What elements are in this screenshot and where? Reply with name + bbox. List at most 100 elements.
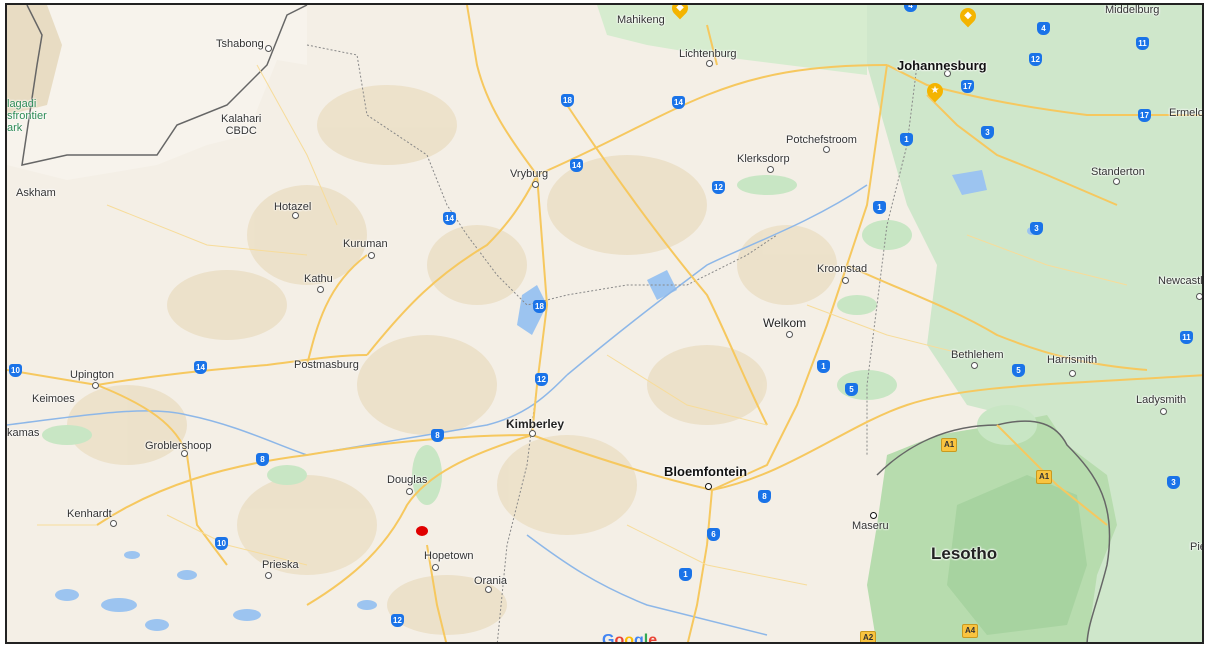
place-dot xyxy=(406,488,413,495)
route-shield: 12 xyxy=(391,614,404,627)
place-label-vryburg[interactable]: Vryburg xyxy=(510,168,549,180)
place-dot xyxy=(1113,178,1120,185)
logo-letter: e xyxy=(648,632,658,644)
map-canvas[interactable] xyxy=(7,5,1204,644)
route-shield-a2: A2 xyxy=(860,631,877,642)
place-label-prieska[interactable]: Prieska xyxy=(262,559,299,571)
route-shield-a1: A1 xyxy=(1036,470,1053,484)
google-logo: Google xyxy=(602,632,658,644)
route-shield: 11 xyxy=(1136,37,1149,50)
borders xyxy=(21,5,1111,642)
place-dot xyxy=(944,70,951,77)
place-label-kroonstad[interactable]: Kroonstad xyxy=(817,263,868,275)
place-label-hopetown[interactable]: Hopetown xyxy=(424,550,474,562)
logo-letter: g xyxy=(634,632,644,644)
place-dot xyxy=(529,430,536,437)
place-dot xyxy=(823,146,830,153)
place-label-newcastle[interactable]: Newcastl xyxy=(1158,275,1203,287)
poi-pin[interactable]: ◆ xyxy=(956,5,980,28)
place-label-ermelo[interactable]: Ermelo xyxy=(1169,107,1204,119)
place-dot xyxy=(432,564,439,571)
place-label-kimberley[interactable]: Kimberley xyxy=(506,417,565,431)
place-label-lichtenburg[interactable]: Lichtenburg xyxy=(679,48,737,60)
bloemfontein-dot xyxy=(705,483,712,490)
place-dot xyxy=(292,212,299,219)
place-dot xyxy=(1196,293,1202,300)
place-label-keimoes[interactable]: Keimoes xyxy=(32,393,75,405)
place-dot xyxy=(265,45,272,52)
route-shield: 18 xyxy=(533,300,546,313)
place-label-welkom[interactable]: Welkom xyxy=(763,316,807,330)
place-label-postmasburg[interactable]: Postmasburg xyxy=(294,359,359,371)
water-bodies xyxy=(55,170,1037,631)
place-dot xyxy=(1069,370,1076,377)
logo-letter: o xyxy=(614,632,625,644)
place-label-standerton[interactable]: Standerton xyxy=(1091,166,1145,178)
route-shield: 14 xyxy=(443,212,456,225)
route-shield: 14 xyxy=(672,96,685,109)
place-label-groblershoop[interactable]: Groblershoop xyxy=(145,440,212,452)
kgalagadi-park xyxy=(7,5,62,115)
place-label-hotazel[interactable]: Hotazel xyxy=(274,201,312,213)
route-shield: 12 xyxy=(535,373,548,386)
place-label-orania[interactable]: Orania xyxy=(474,575,508,587)
place-dot xyxy=(265,572,272,579)
place-dot xyxy=(368,252,375,259)
place-label-askham[interactable]: Askham xyxy=(16,187,56,199)
route-shield: 6 xyxy=(707,528,720,541)
route-shield: 5 xyxy=(1012,364,1025,377)
place-label-douglas[interactable]: Douglas xyxy=(387,474,428,486)
route-shield-a1: A1 xyxy=(941,438,958,452)
place-label-klerksdorp[interactable]: Klerksdorp xyxy=(737,153,790,165)
place-label-middelburg[interactable]: Middelburg xyxy=(1105,4,1160,16)
route-shield: 8 xyxy=(431,429,444,442)
place-label-bloemfontein[interactable]: Bloemfontein xyxy=(664,464,748,479)
route-shield: 11 xyxy=(1180,331,1193,344)
route-shield-a4: A4 xyxy=(962,624,979,638)
place-label-bethlehem[interactable]: Bethlehem xyxy=(951,349,1004,361)
place-dot xyxy=(92,382,99,389)
pin-icon: ◆ xyxy=(964,10,972,21)
route-shield: 17 xyxy=(961,80,974,93)
place-label-mahikeng[interactable]: Mahikeng xyxy=(617,14,665,26)
lesotho-mountains xyxy=(947,475,1087,635)
green-highveld xyxy=(867,5,1202,642)
place-dot xyxy=(317,286,324,293)
place-label-kakamas[interactable]: kamas xyxy=(7,427,40,439)
route-shield: 3 xyxy=(981,126,994,139)
route-shield: 8 xyxy=(758,490,771,503)
route-shield: 12 xyxy=(712,181,725,194)
place-label-johannesburg[interactable]: Johannesburg xyxy=(897,58,987,73)
route-shield: 10 xyxy=(215,537,228,550)
route-shield: 17 xyxy=(1138,109,1151,122)
place-label-piet[interactable]: Pie xyxy=(1190,541,1202,553)
route-shield: 3 xyxy=(1167,476,1180,489)
logo-letter: o xyxy=(624,632,635,644)
star-icon: ★ xyxy=(930,85,940,96)
route-shield: 18 xyxy=(561,94,574,107)
place-label-tshabong[interactable]: Tshabong xyxy=(216,38,264,50)
botswana-region xyxy=(7,5,307,180)
pin-icon: ◆ xyxy=(676,3,684,13)
route-shield: 8 xyxy=(256,453,269,466)
green-patches xyxy=(42,175,1037,505)
logo-letter: G xyxy=(602,632,615,644)
place-label-harrismith[interactable]: Harrismith xyxy=(1047,354,1098,366)
place-dot xyxy=(971,362,978,369)
route-shield: 12 xyxy=(1029,53,1042,66)
route-shield: 1 xyxy=(817,360,830,373)
place-label-kenhardt[interactable]: Kenhardt xyxy=(67,508,112,520)
place-label-potchefstroom[interactable]: Potchefstroom xyxy=(786,134,857,146)
poi-star-pin[interactable]: ★ xyxy=(923,79,947,103)
route-shield: 5 xyxy=(845,383,858,396)
place-label-kathu[interactable]: Kathu xyxy=(304,273,333,285)
place-label-upington[interactable]: Upington xyxy=(70,369,115,381)
location-marker[interactable] xyxy=(416,526,428,536)
map-frame[interactable]: Mahikeng Lichtenburg Johannesburg Middel… xyxy=(5,3,1204,644)
place-label-ladysmith[interactable]: Ladysmith xyxy=(1136,394,1187,406)
place-label-lesotho[interactable]: Lesotho xyxy=(931,544,998,563)
place-label-kuruman[interactable]: Kuruman xyxy=(343,238,388,250)
place-label-maseru[interactable]: Maseru xyxy=(852,520,889,532)
